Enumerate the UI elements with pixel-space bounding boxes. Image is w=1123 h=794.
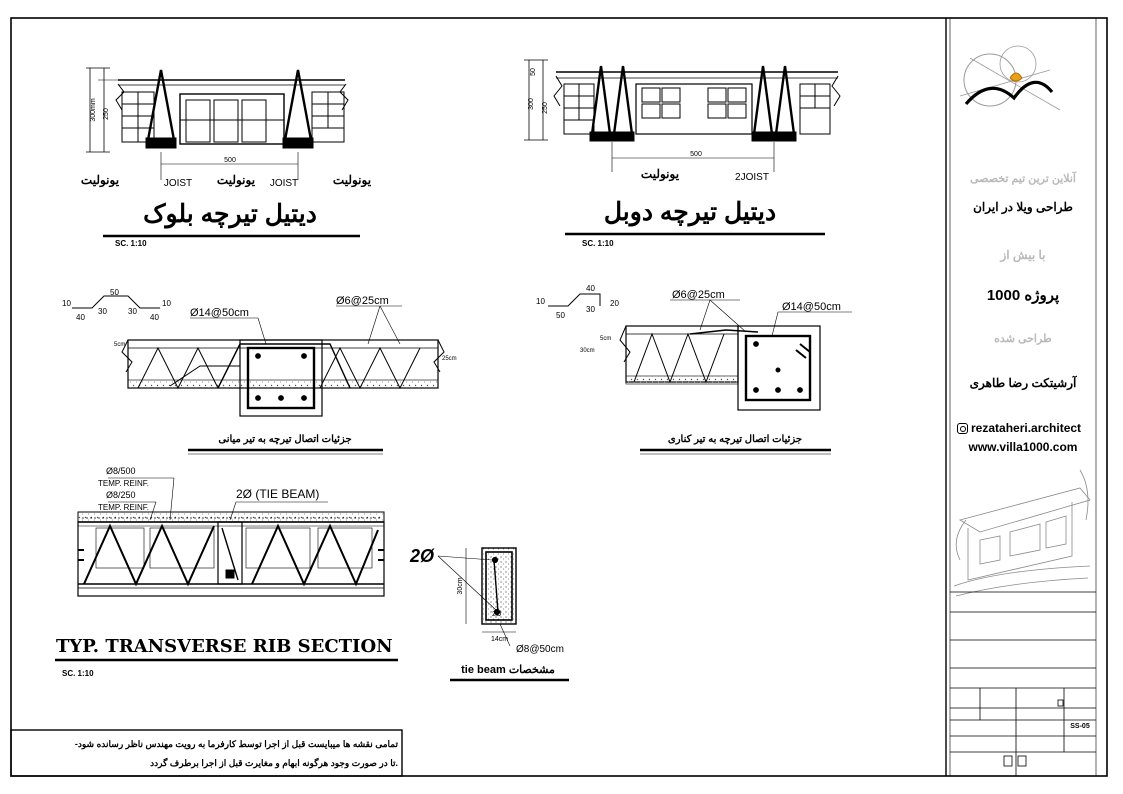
- rib-title: TYP. TRANSVERSE RIB SECTION: [56, 636, 393, 657]
- mid-left-detail: [72, 295, 445, 455]
- tie-caption: tie beam مشخصات: [461, 664, 555, 676]
- tie-width: 14cm: [491, 636, 508, 643]
- rib-temp1: Ø8/500: [106, 466, 136, 476]
- instagram-handle[interactable]: rezataheri.architect: [971, 421, 1082, 435]
- tr-dim-h1: 300: [528, 98, 535, 110]
- tl-title: دیتیل تیرچه بلوک: [143, 200, 317, 229]
- tl-dim-h1: 300mm: [90, 98, 97, 122]
- note-line1: -تمامی نقشه ها میبایست قبل از اجرا توسط …: [75, 739, 399, 750]
- tie-stirrup: Ø8@50cm: [516, 644, 564, 655]
- tl-label-joist-left: JOIST: [164, 178, 192, 189]
- tl-label-right: یونولیت: [333, 173, 372, 188]
- sheet-number: SS-05: [1070, 723, 1090, 730]
- mr-profile-dim-1: 10: [536, 297, 545, 306]
- instagram-row: rezataheri.architect: [957, 420, 1095, 436]
- instagram-icon: [957, 422, 968, 434]
- tr-label-joist: 2JOIST: [735, 172, 769, 183]
- tr-scale: SC. 1:10: [582, 239, 614, 248]
- villa-logo-icon: [959, 45, 1061, 111]
- villa-sketch-image: [953, 469, 1091, 597]
- tl-dim-spacing: 500: [224, 157, 236, 164]
- tie-beam-detail: [437, 547, 569, 682]
- tr-dim-spacing: 500: [690, 151, 702, 158]
- tl-label-joist-right: JOIST: [270, 178, 298, 189]
- ml-dim-side: 25cm: [442, 356, 457, 362]
- mr-profile-dim-5: 30: [586, 305, 595, 314]
- sidebar-count: 1000 پروژه: [986, 287, 1060, 304]
- top-left-detail: [86, 67, 360, 238]
- rib-temp1-label: TEMP. REINF.: [98, 479, 149, 488]
- tr-dim-h2: 250: [542, 102, 549, 114]
- tie-bars: 2Ø: [409, 546, 435, 566]
- tl-label-left: یونولیت: [81, 173, 120, 188]
- rib-scale: SC. 1:10: [62, 669, 94, 678]
- ml-profile-dim-1: 10: [62, 299, 71, 308]
- tr-dim-top: 50: [530, 68, 537, 76]
- ml-profile-dim-4: 40: [76, 313, 85, 322]
- mr-profile-dim-3: 20: [610, 299, 619, 308]
- ml-profile-dim-6: 30: [128, 307, 137, 316]
- mr-profile-dim-4: 50: [556, 311, 565, 320]
- outer-frame: [10, 17, 1108, 777]
- ml-profile-dim-7: 40: [150, 313, 159, 322]
- mr-bar-stirrup: Ø6@25cm: [672, 289, 725, 301]
- mr-dim-side: 30cm: [580, 348, 595, 354]
- rib-section-detail: [55, 477, 398, 662]
- tr-label-left: یونولیت: [641, 167, 680, 182]
- tl-dim-h2: 250: [103, 108, 110, 120]
- sidebar-line-faint3: طراحی شده: [994, 333, 1052, 345]
- mid-right-detail: [548, 293, 852, 455]
- mr-dim-top: 5cm: [600, 336, 611, 342]
- note-line2: تا در صورت وجود هرگونه ابهام و مغایرت قب…: [150, 757, 398, 769]
- title-block: [950, 591, 1096, 776]
- tl-label-mid: یونولیت: [217, 173, 256, 188]
- tl-scale: SC. 1:10: [115, 239, 147, 248]
- rib-temp2: Ø8/250: [106, 490, 136, 500]
- sidebar-line-faint: آنلاین ترین تیم تخصصی: [970, 173, 1076, 185]
- sidebar-line-main: طراحی ویلا در ایران: [973, 200, 1073, 214]
- rib-tie-beam-label: 2Ø (TIE BEAM): [236, 487, 319, 501]
- sidebar-website[interactable]: www.villa1000.com: [968, 440, 1078, 454]
- sidebar-line-faint2: با بیش از: [1000, 248, 1046, 262]
- tie-height: 30cm: [457, 577, 464, 594]
- top-right-detail: [524, 59, 841, 236]
- ml-caption: جزئیات اتصال تیرچه به تیر میانی: [218, 434, 351, 445]
- sidebar-architect: آرشیتکت رضا طاهری: [969, 376, 1077, 390]
- ml-profile-dim-2: 50: [110, 288, 119, 297]
- ml-bar-main: Ø14@50cm: [190, 307, 249, 319]
- rib-temp2-label: TEMP. REINF.: [98, 503, 149, 512]
- ml-bar-stirrup: Ø6@25cm: [336, 295, 389, 307]
- mr-bar-main: Ø14@50cm: [782, 301, 841, 313]
- mr-caption: جزئیات اتصال تیرچه به تیر کناری: [668, 434, 802, 445]
- ml-profile-dim-5: 30: [98, 307, 107, 316]
- tr-title: دیتیل تیرچه دوبل: [604, 198, 776, 227]
- ml-profile-dim-3: 10: [162, 299, 171, 308]
- note-box: [10, 729, 403, 777]
- mr-profile-dim-2: 40: [586, 284, 595, 293]
- tie-bottom-mark: 2Ø: [492, 611, 502, 618]
- ml-dim-top: 5cm: [114, 342, 125, 348]
